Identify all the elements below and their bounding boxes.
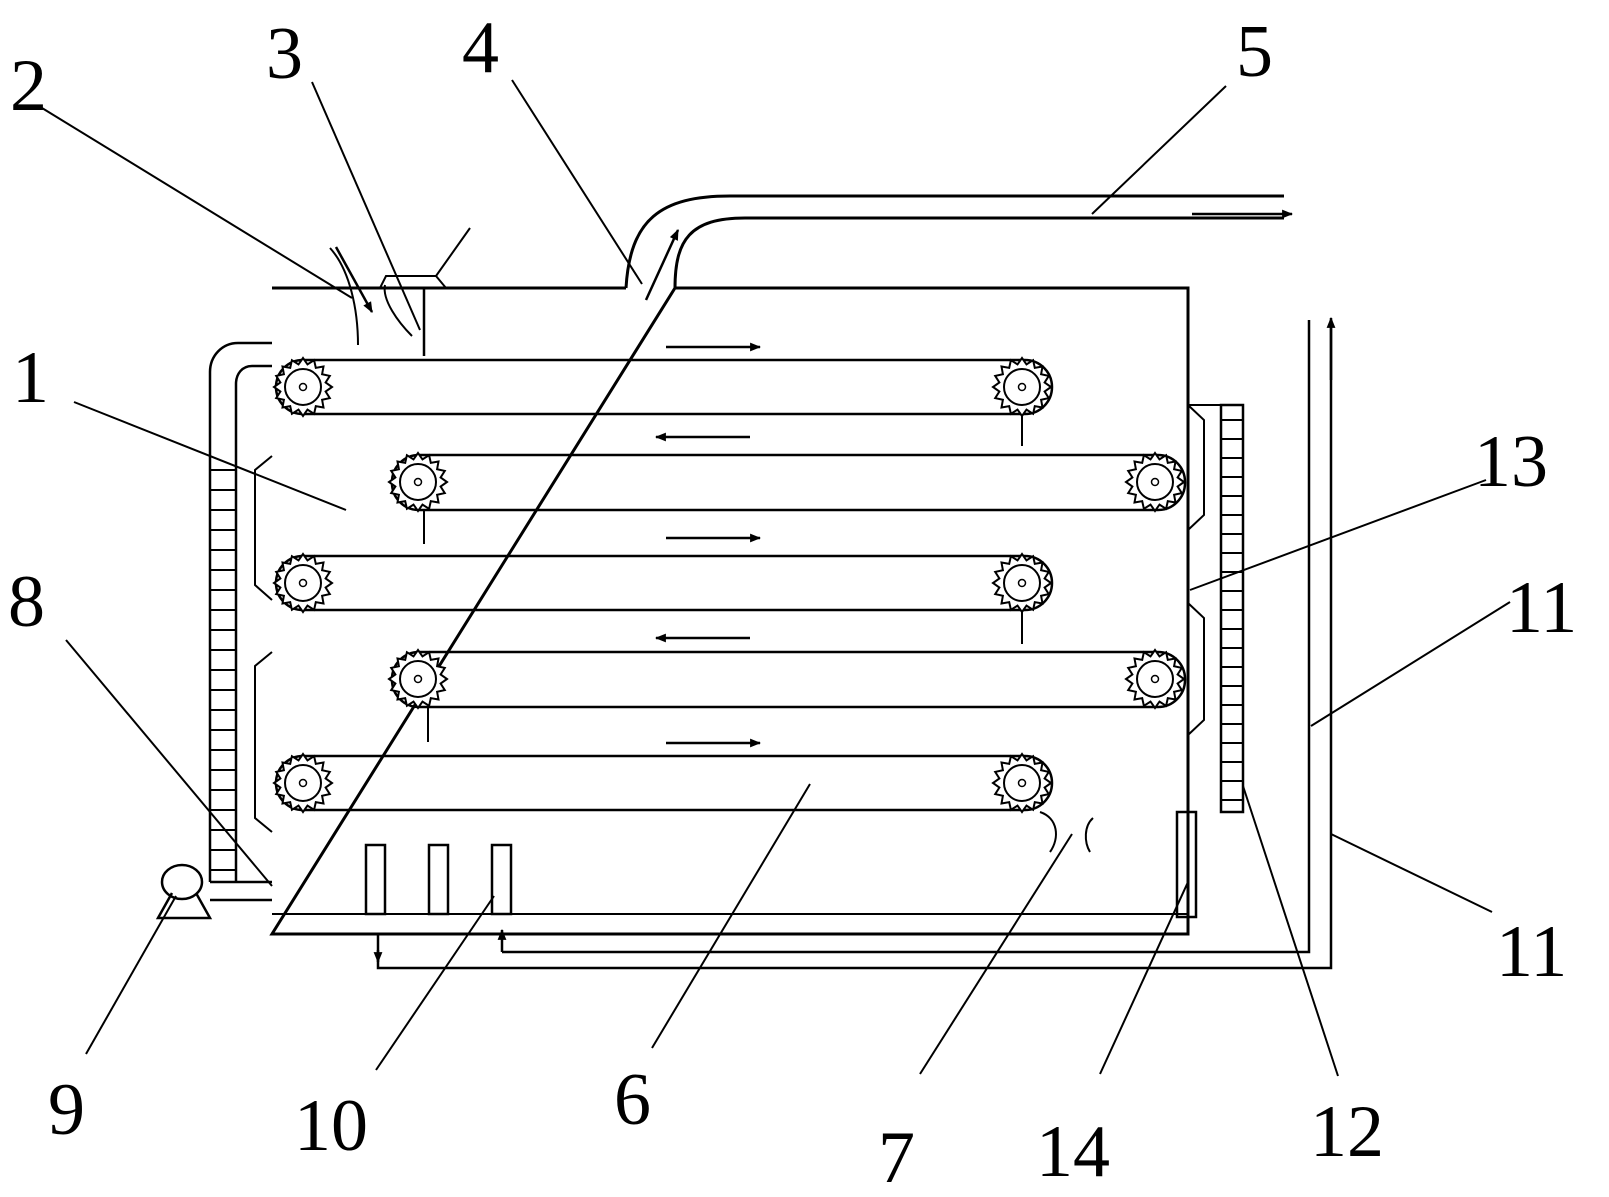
left-heater-fins bbox=[210, 469, 236, 871]
label-3: 3 bbox=[266, 13, 303, 95]
label-5: 5 bbox=[1236, 11, 1273, 93]
label-13: 13 bbox=[1474, 421, 1548, 503]
exhaust-pipe bbox=[624, 194, 1294, 301]
sprocket-2 bbox=[991, 356, 1053, 418]
label-9: 9 bbox=[48, 1069, 85, 1151]
conveyor-belt-1 bbox=[274, 342, 1054, 446]
sprocket-3 bbox=[387, 451, 449, 513]
conveyor-belt-2 bbox=[390, 432, 1187, 544]
sprocket-1 bbox=[272, 356, 334, 418]
label-8: 8 bbox=[8, 561, 45, 643]
temperature-sensor bbox=[1175, 810, 1198, 919]
drying-chamber bbox=[269, 286, 1190, 936]
heating-pipes bbox=[364, 843, 513, 916]
label-6: 6 bbox=[614, 1059, 651, 1141]
sprocket-8 bbox=[1124, 648, 1186, 710]
sprocket-9 bbox=[272, 752, 334, 814]
label-4: 4 bbox=[462, 7, 499, 89]
label-11-lower: 11 bbox=[1496, 911, 1567, 993]
return-pipe bbox=[373, 316, 1336, 970]
discharge-outlet bbox=[1039, 811, 1094, 853]
sprocket-6 bbox=[991, 552, 1053, 614]
leader-lines bbox=[41, 79, 1511, 1077]
sprocket-7 bbox=[387, 648, 449, 710]
right-heater bbox=[1187, 403, 1245, 814]
callout-labels: 1 2 3 4 5 6 7 8 9 10 11 11 12 13 14 bbox=[8, 7, 1577, 1197]
conveyor-belt-5 bbox=[274, 738, 1054, 812]
material-inlet bbox=[329, 227, 471, 356]
label-12: 12 bbox=[1310, 1091, 1384, 1173]
sprocket-5 bbox=[272, 552, 334, 614]
label-14: 14 bbox=[1036, 1111, 1110, 1193]
left-hot-air-duct bbox=[208, 341, 273, 902]
label-2: 2 bbox=[10, 45, 47, 127]
conveyor-belt-3 bbox=[274, 533, 1054, 644]
label-10: 10 bbox=[294, 1085, 368, 1167]
right-heater-fins bbox=[1221, 419, 1243, 801]
label-7: 7 bbox=[878, 1117, 915, 1197]
label-11-upper: 11 bbox=[1506, 567, 1577, 649]
sprocket-wheels bbox=[272, 356, 1186, 814]
sprocket-4 bbox=[1124, 451, 1186, 513]
fan bbox=[155, 863, 213, 920]
sprocket-10 bbox=[991, 752, 1053, 814]
label-1: 1 bbox=[12, 337, 49, 419]
conveyor-belt-4 bbox=[390, 633, 1187, 742]
